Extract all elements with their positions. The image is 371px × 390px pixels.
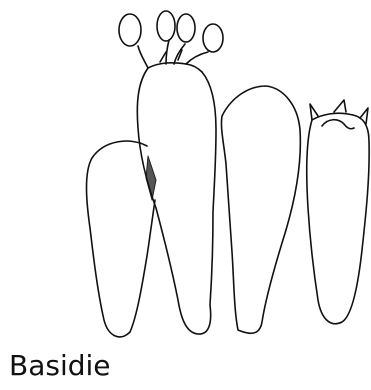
basidium-left bbox=[87, 141, 157, 337]
basidium-center bbox=[119, 11, 223, 334]
young-spore-outline bbox=[322, 120, 354, 129]
basidium-right bbox=[221, 86, 300, 333]
spore-4 bbox=[203, 24, 223, 52]
basidia-illustration bbox=[0, 0, 371, 345]
spore-2 bbox=[157, 11, 175, 41]
sterigma-middle bbox=[334, 100, 346, 112]
spore-1 bbox=[119, 14, 141, 46]
spore-3 bbox=[177, 14, 195, 42]
sterigmata bbox=[138, 40, 208, 68]
figure-caption: Basidie bbox=[9, 348, 111, 384]
basidiospores bbox=[119, 11, 223, 52]
basidium-far-right bbox=[307, 100, 369, 324]
